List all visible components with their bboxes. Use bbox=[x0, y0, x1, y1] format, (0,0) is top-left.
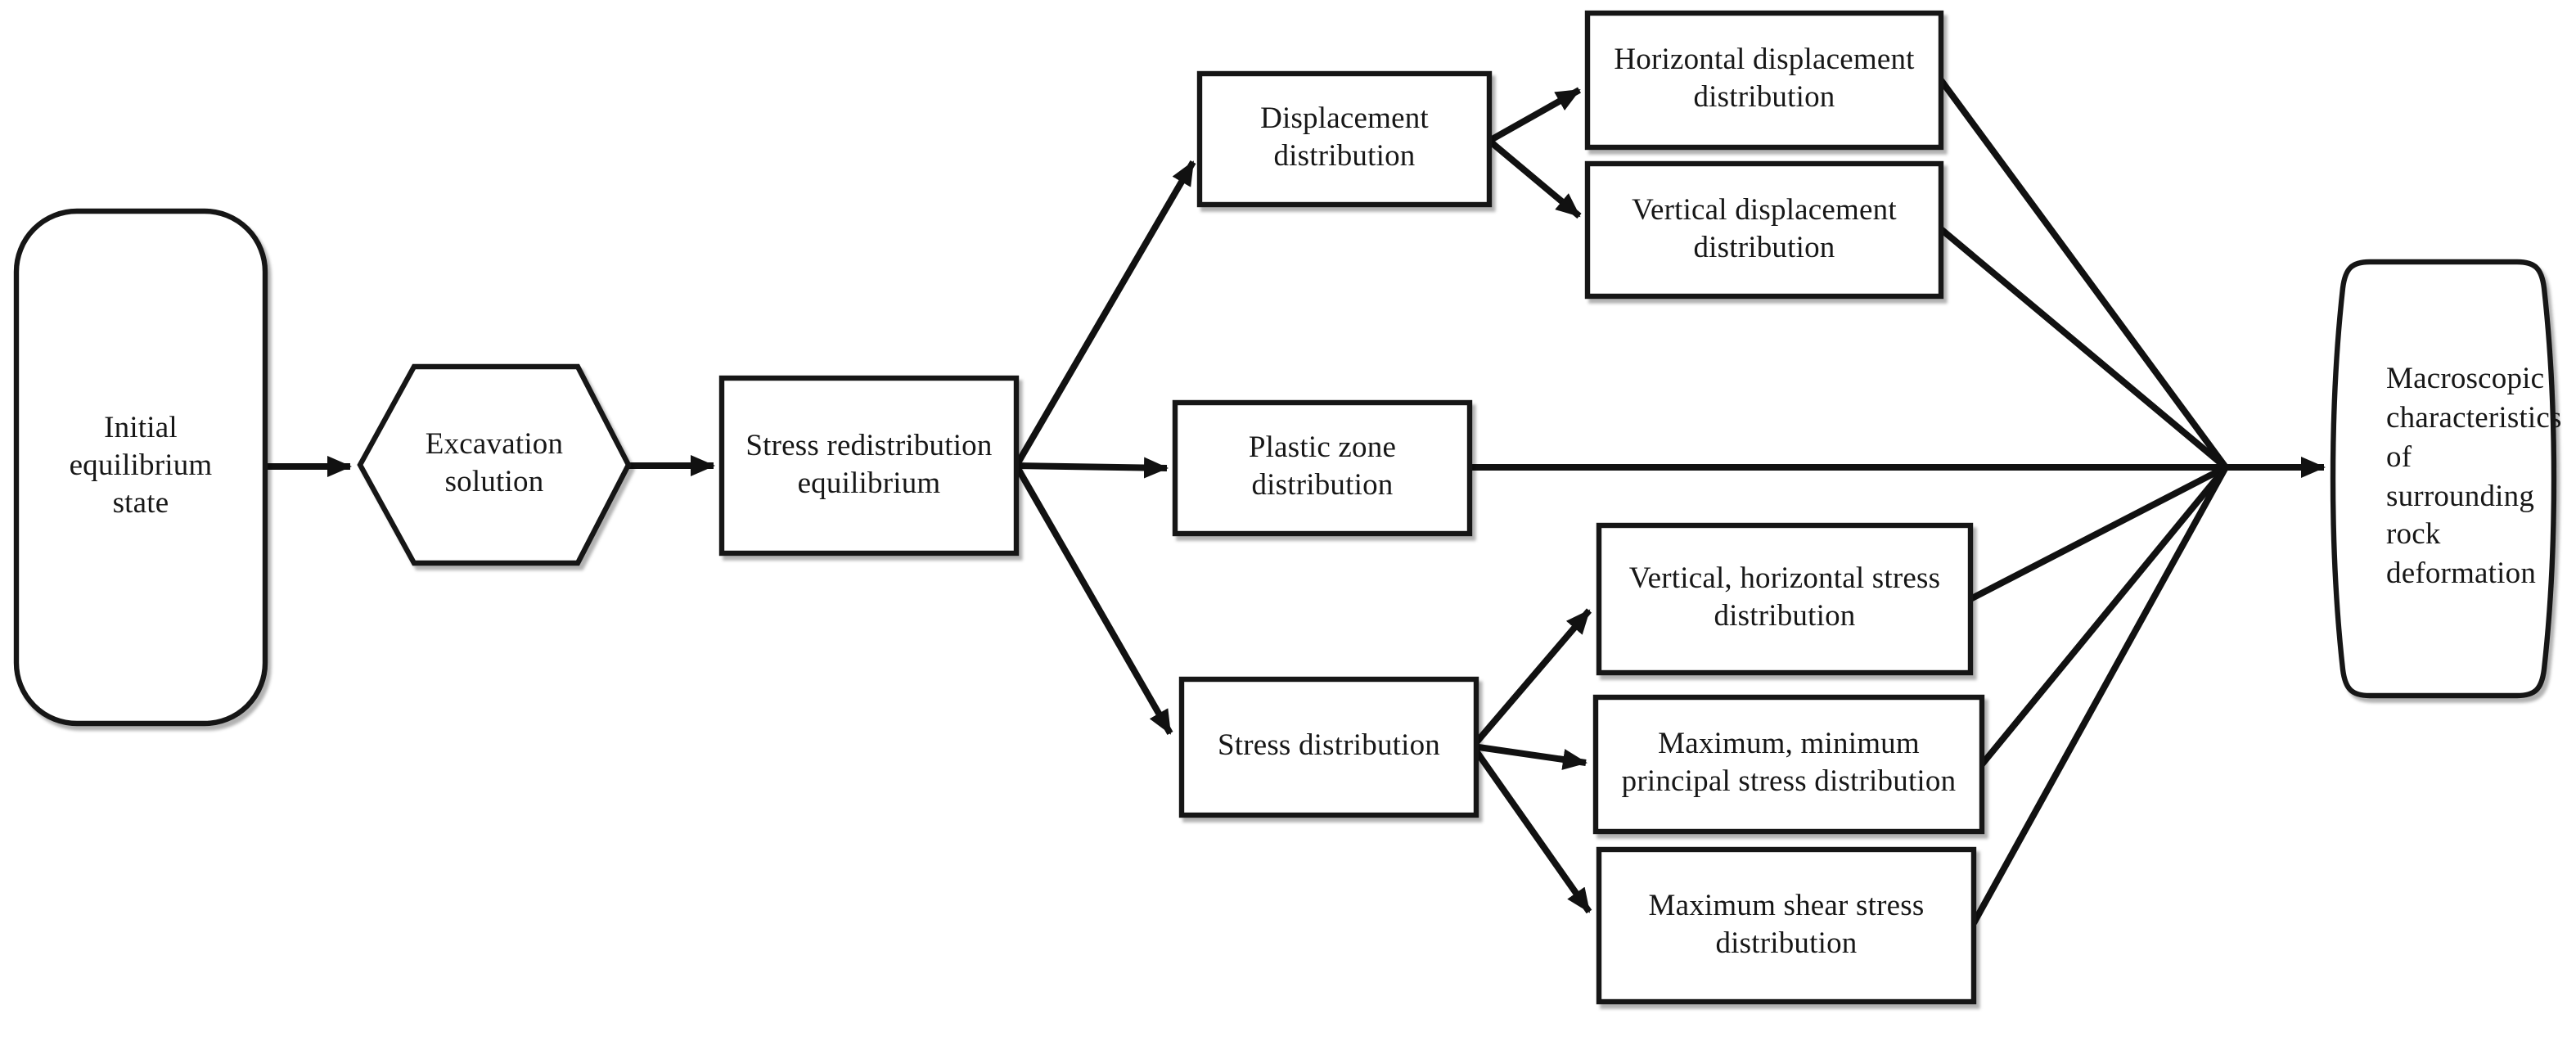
node-shape-plastic-zone-distribution bbox=[1172, 399, 1473, 537]
edge-max-shear-to-macroscopic bbox=[1970, 466, 2229, 925]
edge-redistribution-to-stress-distribution bbox=[1013, 464, 1173, 735]
edge-horizontal-displacement-to-macroscopic bbox=[1938, 78, 2229, 470]
node-shape-macroscopic-characteristics bbox=[2330, 259, 2557, 699]
edge-redistribution-to-displacement bbox=[1013, 160, 1196, 468]
edge-stress-to-max-min-principal bbox=[1472, 743, 1587, 770]
node-shape-vertical-displacement-distribution bbox=[1584, 160, 1944, 300]
edge-vertical-displacement-to-macroscopic bbox=[1939, 226, 2228, 471]
node-shape-displacement-distribution bbox=[1196, 70, 1493, 208]
node-shape-stress-redistribution-equilibrium bbox=[718, 375, 1020, 557]
edge-stress-to-vertical-horizontal bbox=[1470, 608, 1592, 749]
node-shape-maximum-minimum-principal-stress-distribution bbox=[1592, 694, 1985, 835]
node-shape-horizontal-displacement-distribution bbox=[1584, 10, 1944, 151]
node-shape-stress-distribution bbox=[1178, 676, 1479, 818]
edge-max-min-principal-to-macroscopic bbox=[1979, 465, 2229, 767]
node-shape-vertical-horizontal-stress-distribution bbox=[1596, 522, 1974, 676]
connectors bbox=[265, 78, 2326, 925]
edge-displacement-to-horizontal bbox=[1488, 87, 1581, 144]
edge-displacement-to-vertical bbox=[1487, 137, 1582, 219]
node-shape-excavation-solution bbox=[357, 363, 632, 566]
edge-redistribution-to-plastic-zone bbox=[1016, 457, 1169, 479]
node-shapes bbox=[13, 10, 2557, 1005]
node-shape-initial-equilibrium-state bbox=[13, 208, 268, 727]
edge-stress-to-max-shear bbox=[1470, 744, 1592, 914]
edge-vertical-horizontal-stress-to-macroscopic bbox=[1969, 464, 2227, 602]
node-shape-maximum-shear-stress-distribution bbox=[1596, 846, 1977, 1005]
